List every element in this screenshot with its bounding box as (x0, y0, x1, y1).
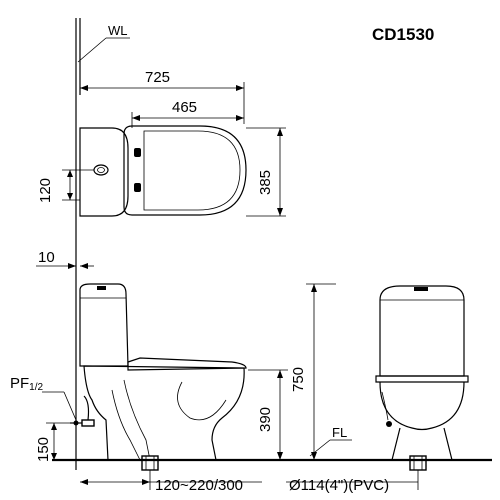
dim-width (246, 127, 286, 217)
hinge-icon (134, 148, 141, 157)
inlet-valve-icon (73, 420, 79, 426)
top-view (79, 125, 247, 217)
dim-inlet-height (46, 422, 70, 460)
side-view (70, 283, 247, 471)
flush-button-icon (414, 287, 428, 291)
dim-outlet (286, 470, 419, 490)
dim-wall-gap (36, 263, 94, 269)
pf-label: PF1/2 (10, 375, 44, 393)
dim-inlet-offset (62, 169, 94, 201)
dim-seat-height-text: 390 (257, 407, 274, 432)
dim-total-height-text: 750 (290, 367, 307, 392)
dim-wall-gap-text: 10 (38, 249, 55, 266)
dim-outlet-text: Ø114(4")(PVC) (289, 477, 389, 494)
inlet-valve-icon (386, 421, 392, 427)
dim-seat-length-text: 465 (172, 99, 197, 116)
dim-total-length (80, 82, 245, 124)
front-view (375, 285, 469, 471)
flush-button-icon (93, 164, 109, 176)
flush-button-icon (97, 286, 106, 290)
hinge-icon (134, 183, 141, 192)
dim-seat-height (248, 369, 288, 460)
model-title: CD1530 (372, 25, 434, 44)
dim-total-length-text: 725 (145, 69, 170, 86)
dim-rough-in-text: 120~220/300 (155, 477, 243, 494)
dim-rough-in (80, 470, 262, 490)
wall-line (75, 18, 130, 470)
dim-inlet-offset-text: 120 (37, 178, 54, 203)
dim-seat-length (131, 112, 244, 128)
wall-label: WL (108, 23, 128, 38)
dim-inlet-height-text: 150 (35, 437, 52, 462)
floor-label: FL (332, 425, 347, 440)
dim-width-text: 385 (257, 170, 274, 195)
